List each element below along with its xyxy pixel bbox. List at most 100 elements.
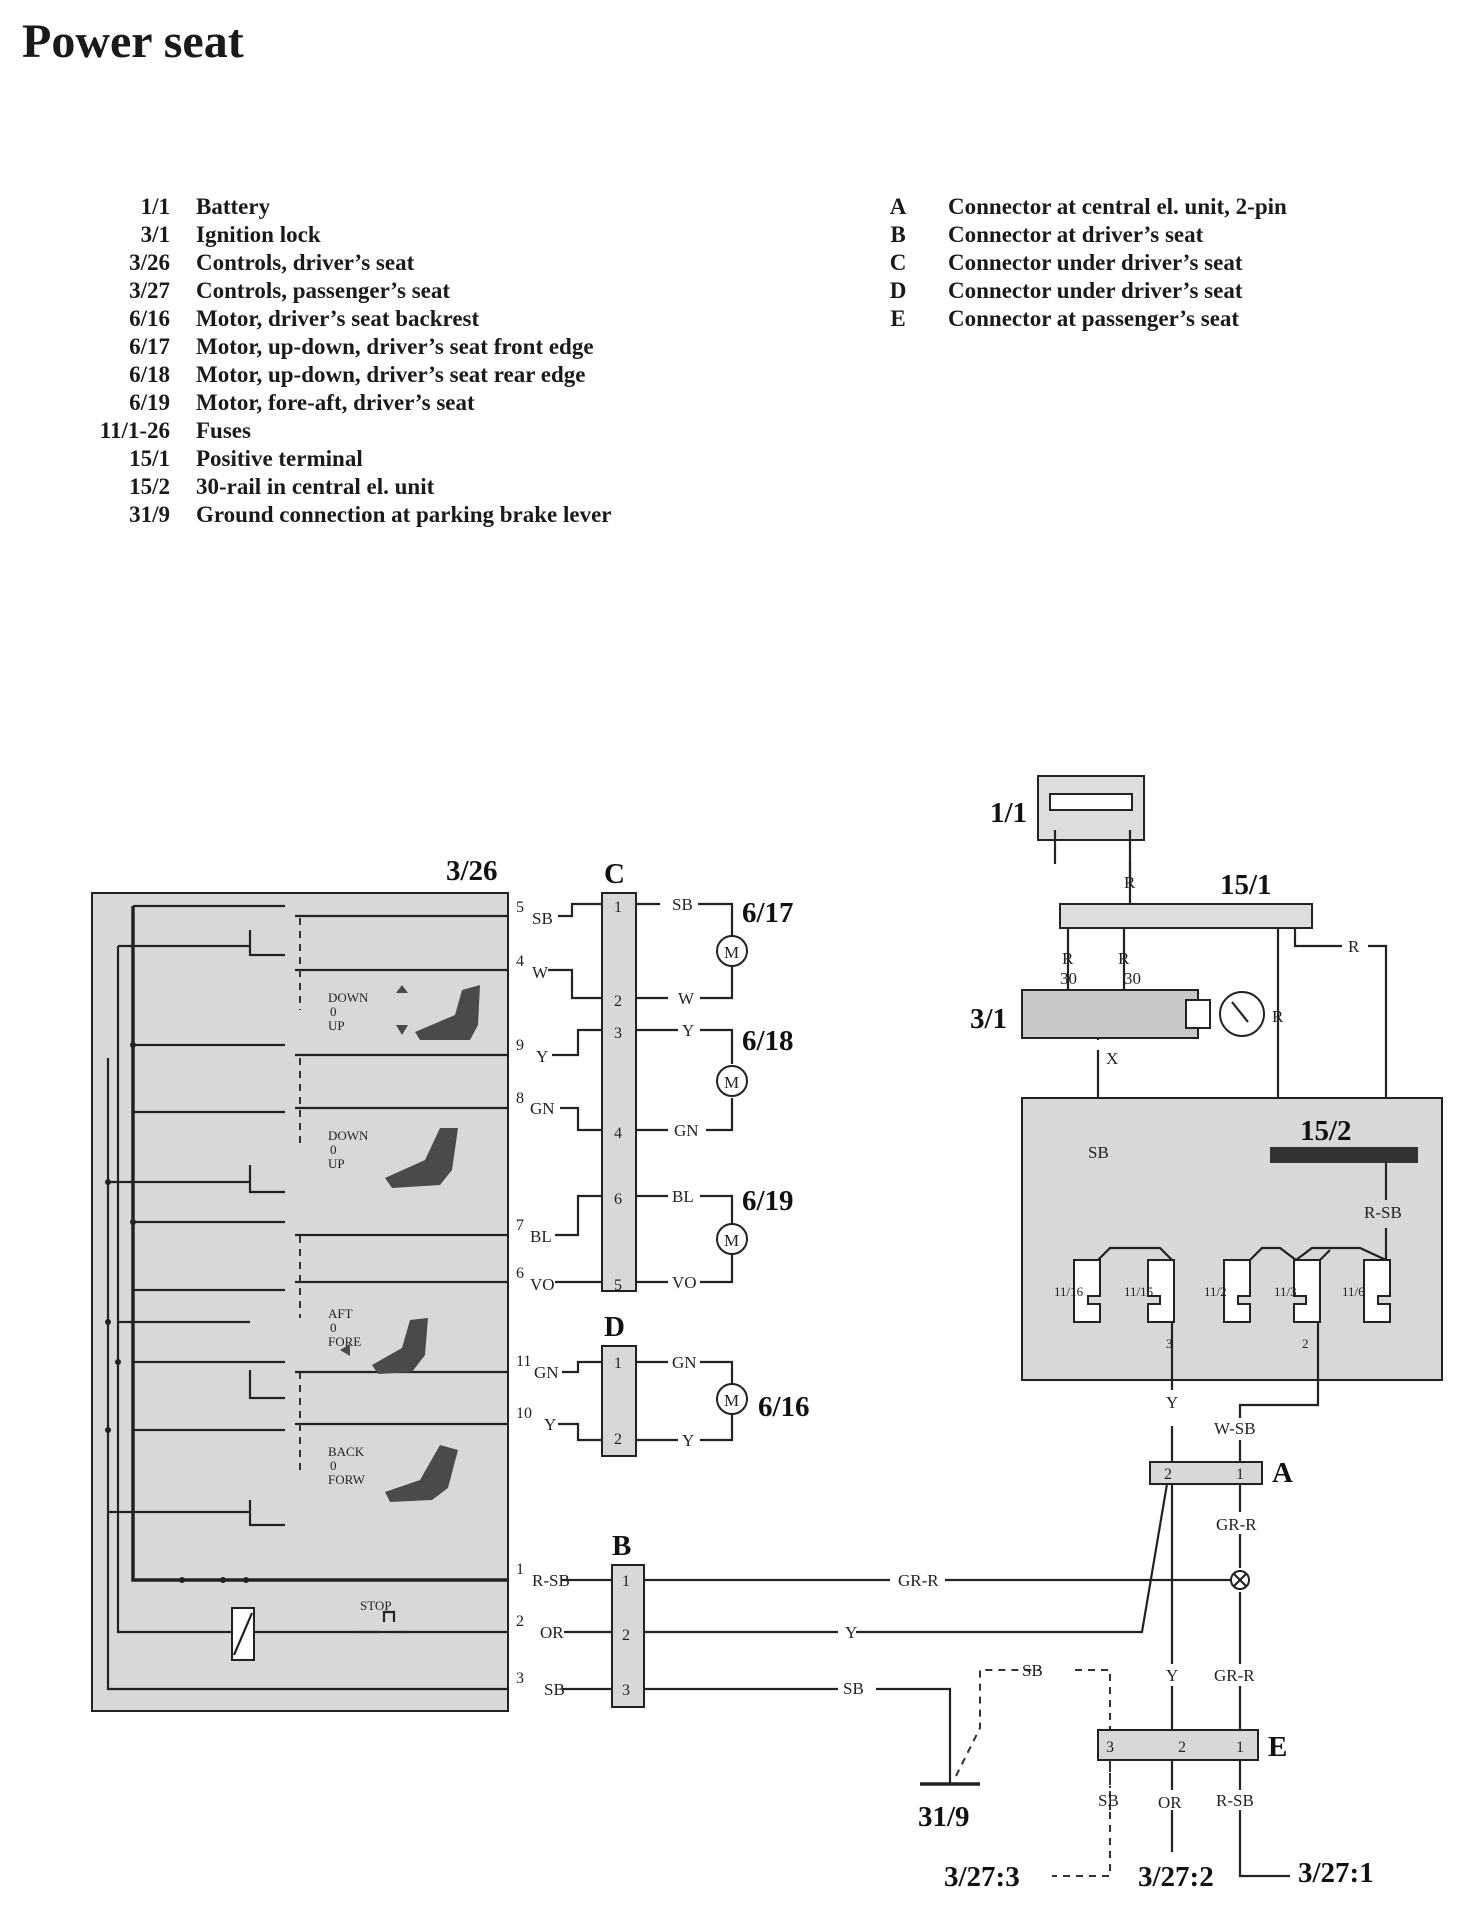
- switch-labels: DOWN 0 UP DOWN 0 UP AFT 0 FORE BACK 0 FO…: [328, 990, 392, 1613]
- svg-text:Y: Y: [845, 1623, 857, 1642]
- svg-text:6/16: 6/16: [758, 1391, 810, 1423]
- svg-text:9: 9: [516, 1037, 524, 1054]
- svg-text:W: W: [678, 989, 695, 1008]
- connector-c: [601, 892, 637, 1292]
- svg-text:30: 30: [1124, 969, 1141, 988]
- svg-text:11/16: 11/16: [1054, 1284, 1084, 1299]
- svg-text:GN: GN: [672, 1353, 697, 1372]
- svg-text:8: 8: [516, 1090, 524, 1107]
- legend-code: 6/19: [129, 390, 170, 415]
- legend-code: 6/17: [129, 334, 170, 359]
- svg-text:UP: UP: [328, 1018, 345, 1033]
- legend-label: Motor, fore-aft, driver’s seat: [196, 390, 475, 415]
- svg-text:SB: SB: [1098, 1791, 1119, 1810]
- svg-text:6/18: 6/18: [742, 1025, 794, 1057]
- svg-text:5: 5: [614, 1277, 622, 1294]
- svg-text:1/1: 1/1: [990, 797, 1027, 829]
- svg-text:31/9: 31/9: [918, 1801, 970, 1833]
- legend-code: 15/1: [129, 446, 170, 471]
- arrow-left-icon: [340, 1344, 350, 1356]
- svg-text:Y: Y: [536, 1047, 548, 1066]
- motor-6-19: M 6/19: [716, 1185, 794, 1255]
- motor-wire-labels: SB W Y GN BL VO GN Y: [672, 895, 699, 1450]
- svg-text:FORW: FORW: [328, 1472, 366, 1487]
- legend-row: A Connector at central el. unit, 2-pin: [878, 193, 1287, 221]
- svg-text:2: 2: [1164, 1466, 1172, 1483]
- svg-text:30: 30: [1060, 969, 1077, 988]
- svg-text:AFT: AFT: [328, 1306, 353, 1321]
- svg-text:R: R: [1348, 937, 1360, 956]
- legend-code: E: [890, 306, 906, 331]
- connector-d: [601, 1345, 637, 1457]
- svg-text:0: 0: [330, 1458, 337, 1473]
- svg-text:M: M: [724, 1231, 739, 1250]
- legend-label: Connector at driver’s seat: [948, 222, 1204, 247]
- svg-text:W-SB: W-SB: [1214, 1419, 1256, 1438]
- svg-text:R: R: [1062, 949, 1074, 968]
- svg-text:11/2: 11/2: [1204, 1284, 1227, 1299]
- legend-row: 6/19 Motor, fore-aft, driver’s seat: [60, 389, 612, 417]
- connector-b-label: B: [612, 1530, 631, 1562]
- arrow-up-icon: [396, 985, 408, 993]
- out-3-27-2: 3/27:2: [1138, 1861, 1214, 1893]
- fuse-outputs: [1170, 1322, 1320, 1462]
- legend-label: Connector at central el. unit, 2-pin: [948, 194, 1287, 219]
- svg-text:GN: GN: [674, 1121, 699, 1140]
- svg-text:GR-R: GR-R: [898, 1571, 939, 1590]
- connector-d-label: D: [604, 1311, 625, 1343]
- svg-text:R-SB: R-SB: [1364, 1203, 1402, 1222]
- svg-text:VO: VO: [530, 1275, 555, 1294]
- svg-text:2: 2: [622, 1627, 630, 1644]
- seat-fore-aft-icon: [372, 1318, 428, 1374]
- legend-code: A: [889, 194, 907, 219]
- connector-e: [1097, 1729, 1259, 1761]
- passenger-wires: SB OR R-SB: [1052, 1760, 1290, 1878]
- svg-text:DOWN: DOWN: [328, 990, 369, 1005]
- svg-text:SB: SB: [544, 1680, 565, 1699]
- motor-6-18: M 6/18: [716, 1025, 794, 1097]
- controls-internal-wiring: [105, 904, 508, 1691]
- connector-a: [1149, 1461, 1263, 1485]
- svg-text:3: 3: [622, 1682, 630, 1699]
- svg-text:0: 0: [330, 1320, 337, 1335]
- controls-pins: 5 SB 4 W 9 Y 8 GN 7 BL 6 VO 11 GN 10 Y 1…: [516, 899, 570, 1699]
- svg-text:6: 6: [516, 1265, 524, 1282]
- svg-text:3: 3: [1166, 1336, 1173, 1351]
- legend-label: Connector under driver’s seat: [948, 278, 1243, 303]
- legend-label: Motor, driver’s seat backrest: [196, 306, 480, 331]
- seat-backrest-icon: [385, 1445, 458, 1502]
- battery: 1/1: [990, 775, 1145, 878]
- legend-code: B: [890, 222, 906, 247]
- legend-label: Controls, passenger’s seat: [196, 278, 451, 303]
- svg-text:STOP: STOP: [360, 1598, 392, 1613]
- connector-b: [611, 1564, 645, 1708]
- positive-terminal: [1059, 903, 1313, 929]
- svg-text:X: X: [1106, 1049, 1118, 1068]
- svg-text:11/6: 11/6: [1342, 1284, 1365, 1299]
- legend-label: Fuses: [196, 418, 251, 443]
- svg-text:11/3: 11/3: [1274, 1284, 1297, 1299]
- svg-text:BL: BL: [672, 1187, 694, 1206]
- legend-code: D: [889, 278, 907, 303]
- svg-text:3: 3: [516, 1670, 524, 1687]
- svg-text:SB: SB: [843, 1679, 864, 1698]
- legend-code: 3/26: [129, 250, 170, 275]
- legend-code: 15/2: [129, 474, 170, 499]
- svg-text:VO: VO: [672, 1273, 697, 1292]
- svg-text:6/19: 6/19: [742, 1185, 794, 1217]
- positive-terminal-label: 15/1: [1220, 869, 1272, 901]
- svg-text:SB: SB: [532, 909, 553, 928]
- out-3-27-1: 3/27:1: [1298, 1857, 1374, 1889]
- svg-text:Y: Y: [682, 1021, 694, 1040]
- central-unit: [1021, 1097, 1443, 1381]
- svg-text:M: M: [724, 1391, 739, 1410]
- svg-text:GR-R: GR-R: [1216, 1515, 1257, 1534]
